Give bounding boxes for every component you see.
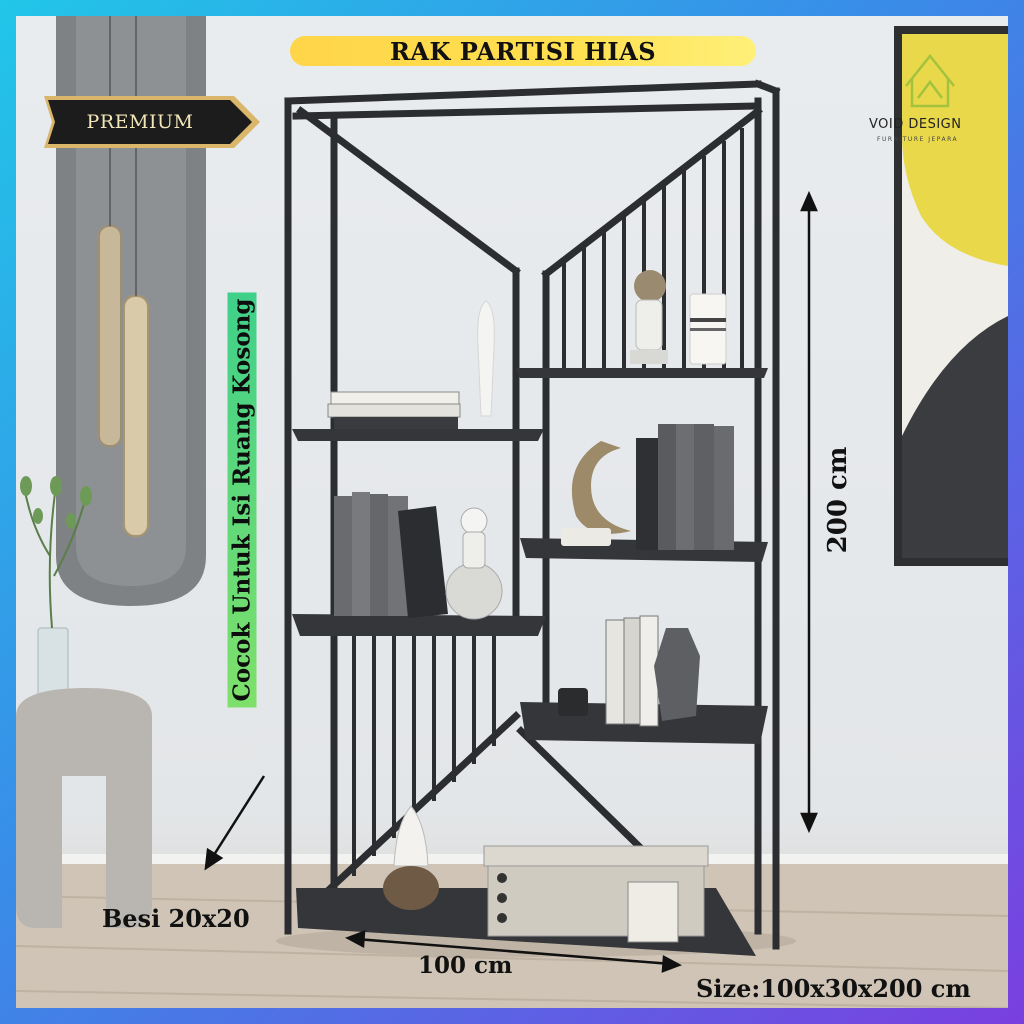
shelf-decor [327,270,734,943]
double-arrow-horizontal-icon [344,930,683,973]
double-arrow-vertical-icon [800,190,818,834]
pointer-arrow-icon [204,775,266,871]
scene-illustration [16,16,1008,1008]
brand-name: VOID DESIGN [869,117,962,132]
size-label: Size:100x30x200 cm [696,974,971,1003]
stool [16,688,152,928]
material-label: Besi 20x20 [102,904,250,933]
house-logo-icon [905,53,955,108]
pendant-lamp-left [98,225,122,447]
height-dimension-label: 200 cm [823,446,853,554]
decorative-bars-lower [352,636,496,876]
plant-leaves [20,476,92,529]
premium-ribbon [44,96,260,148]
room-scene: PREMIUM RAK PARTISI HIAS VOID DESIGN FUR… [16,16,1008,1008]
width-dimension-label: 100 cm [418,952,513,979]
wall-art-yellow-shape [902,34,1008,266]
pendant-lamp-right [123,295,149,537]
slogan-vertical: Cocok Untuk Isi Ruang Kosong [227,292,257,708]
product-title: RAK PARTISI HIAS [290,36,756,66]
brand-tagline: FURNITURE JEPARA [877,136,959,143]
premium-badge: PREMIUM [86,111,194,133]
wall-art-dark-shape [902,316,1008,558]
